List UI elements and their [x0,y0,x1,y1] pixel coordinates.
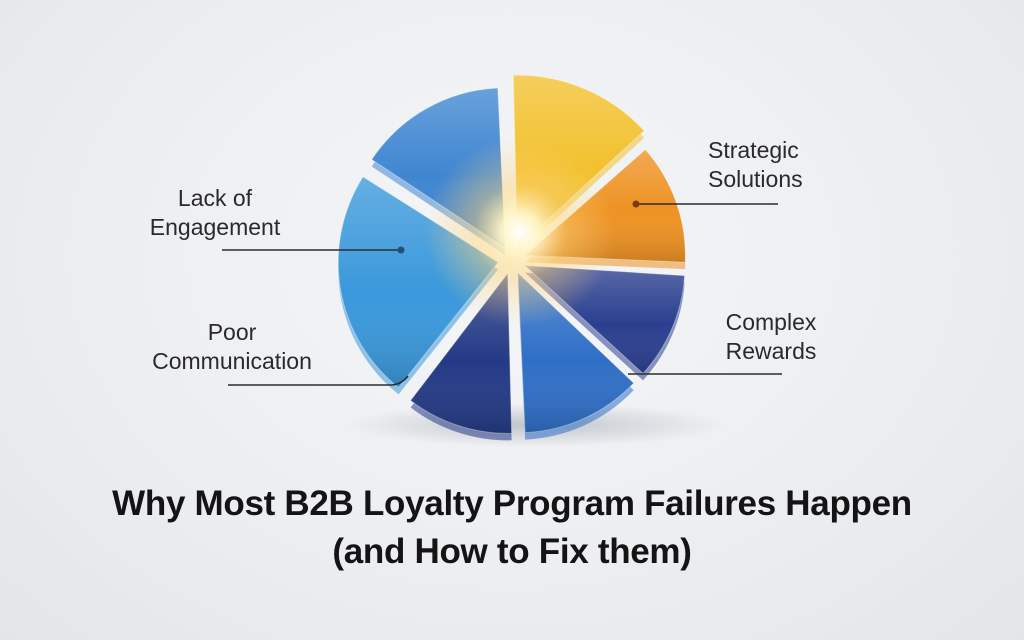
label-lack-of-engagement-line2: Engagement [149,214,281,240]
label-complex-rewards: Complex Rewards [706,308,836,366]
chart-subtitle: (and How to Fix them) [332,532,692,571]
label-complex-rewards-line1: Complex [725,309,817,335]
label-poor-communication: Poor Communication [130,318,334,376]
leader-lines [222,200,782,386]
label-poor-communication-line1: Poor [207,319,257,345]
label-lack-of-engagement-line1: Lack of [177,185,253,211]
label-strategic-solutions-line1: Strategic [708,137,799,163]
label-strategic-solutions-line2: Solutions [708,166,803,192]
chart-title: Why Most B2B Loyalty Program Failures Ha… [112,484,912,523]
leader-dot-strategic-solutions [632,200,640,208]
leader-line-poor-communication [228,375,409,386]
label-lack-of-engagement: Lack of Engagement [130,184,300,242]
pie-slice-shading-6 [338,176,499,388]
label-complex-rewards-line2: Rewards [725,338,817,364]
center-glow [425,137,615,327]
label-strategic-solutions: Strategic Solutions [708,136,803,194]
leader-dot-lack-of-engagement [397,246,405,254]
label-poor-communication-line2: Communication [152,348,312,374]
